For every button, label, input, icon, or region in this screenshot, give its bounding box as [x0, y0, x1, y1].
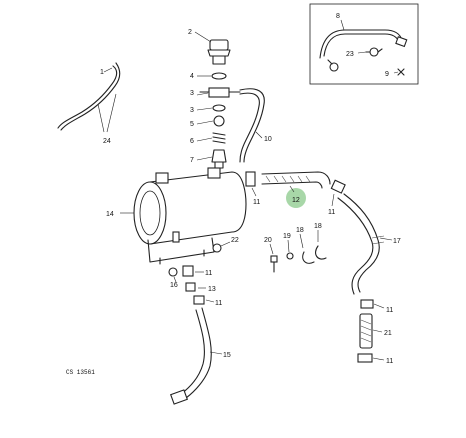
- callout-13: 13: [208, 286, 216, 293]
- line-15: 15: [170, 307, 231, 405]
- callout-22: 22: [231, 237, 239, 244]
- part-22: 22: [212, 237, 239, 253]
- callout-1: 1: [100, 69, 104, 76]
- callout-11-lower-a: 11: [205, 270, 212, 277]
- callout-16: 16: [170, 282, 178, 289]
- callout-11-lower-b: 11: [215, 300, 222, 307]
- tank: 14: [106, 167, 247, 265]
- callout-11-tank: 11: [253, 199, 260, 206]
- callout-23: 23: [346, 51, 354, 58]
- line-10: 10: [239, 88, 272, 163]
- callout-24: 24: [103, 138, 111, 145]
- callout-6: 6: [190, 138, 194, 145]
- callout-18-b: 18: [314, 223, 322, 230]
- callout-10: 10: [264, 136, 272, 143]
- callout-11-right-b: 11: [386, 358, 393, 365]
- inset-detail: 8 23 9: [309, 3, 419, 85]
- callout-4: 4: [190, 73, 194, 80]
- callout-15: 15: [223, 352, 231, 359]
- callout-19: 19: [283, 233, 291, 240]
- small-parts-18-20: 20 19 18 18: [264, 223, 327, 273]
- highlight-marker: [286, 188, 306, 208]
- callout-8: 8: [336, 13, 340, 20]
- drawing-reference: CS 13561: [66, 369, 95, 376]
- callout-18-a: 18: [296, 227, 304, 234]
- callout-5: 5: [190, 121, 194, 128]
- callout-11-right: 11: [328, 209, 335, 216]
- hose-12: 12 11 11: [245, 171, 346, 216]
- filter-stack: 2 4 3 3 5 6 7: [188, 29, 241, 169]
- callout-3-lower: 3: [190, 107, 194, 114]
- callout-9: 9: [385, 71, 389, 78]
- line-17: 17: [337, 193, 401, 295]
- callout-21: 21: [384, 330, 392, 337]
- callout-11-right-a: 11: [386, 307, 393, 314]
- line-24: 1 24: [57, 62, 121, 145]
- callout-3-upper: 3: [190, 90, 194, 97]
- callout-14: 14: [106, 211, 114, 218]
- callout-7: 7: [190, 157, 194, 164]
- callout-12: 12: [292, 197, 300, 204]
- right-fittings: 11 21 11: [357, 299, 393, 365]
- callout-17: 17: [393, 238, 401, 245]
- callout-20: 20: [264, 237, 272, 244]
- callout-2: 2: [188, 29, 192, 36]
- lower-fittings: 11 13 11 16: [168, 265, 222, 307]
